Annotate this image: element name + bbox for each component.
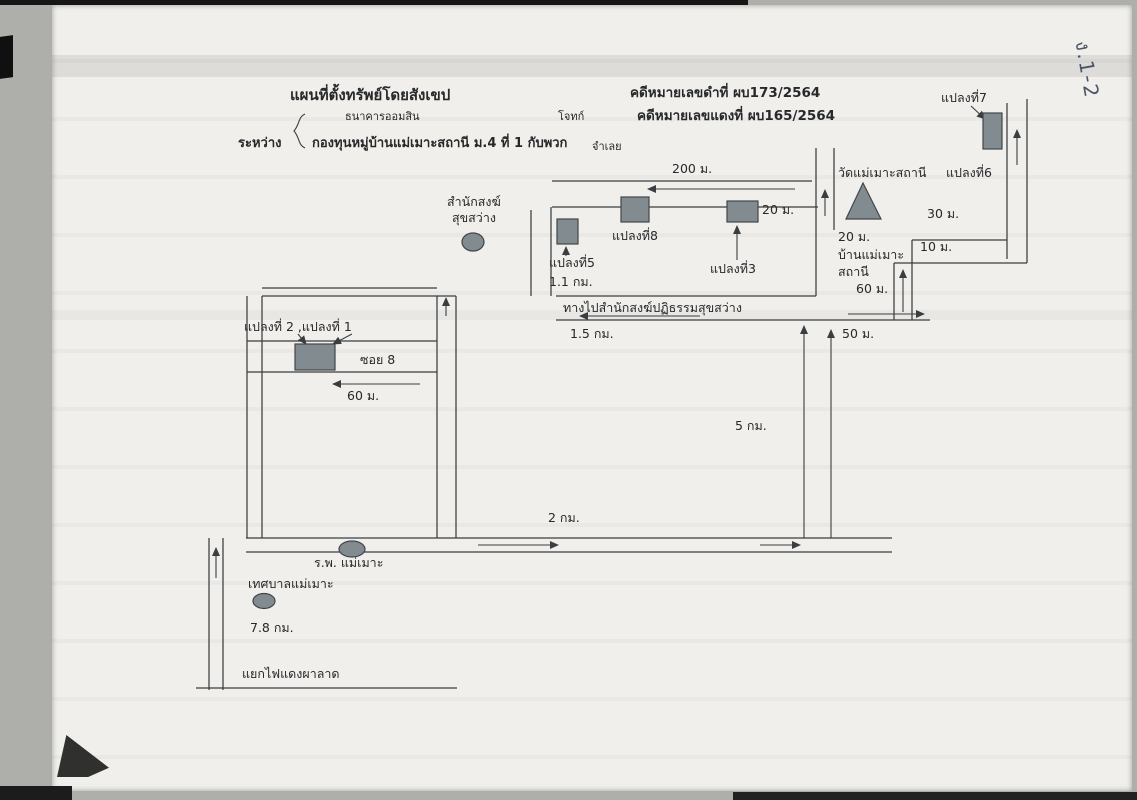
scan-edge-top xyxy=(0,0,748,5)
label-7-8km: 7.8 กม. xyxy=(250,620,294,635)
map-shapes xyxy=(252,112,1003,610)
brace-icon xyxy=(293,113,306,149)
scan-edge-bottom-left xyxy=(0,786,72,800)
road-network xyxy=(196,99,1028,690)
label-intersection: แยกไฟแดงผาลาด xyxy=(242,666,340,681)
label-plot3: แปลงที่3 xyxy=(710,260,756,276)
map-labels: แปลงที่7 แปลงที่6 30 ม. 10 ม. วัดแม่เมาะ… xyxy=(242,89,992,681)
label-municipality: เทศบาลแม่เมาะ xyxy=(248,576,334,591)
label-hospital: ร.พ. แม่เมาะ xyxy=(314,555,383,570)
label-20m-top: 20 ม. xyxy=(762,202,794,217)
label-1-5km: 1.5 กม. xyxy=(570,326,614,341)
label-2km: 2 กม. xyxy=(548,510,580,525)
scan-band xyxy=(52,55,1132,77)
label-5km: 5 กม. xyxy=(735,418,767,433)
label-village-line2: สถานี xyxy=(838,264,869,279)
label-60m-soi: 60 ม. xyxy=(347,388,379,403)
hospital-marker xyxy=(338,540,366,558)
map-arrows xyxy=(212,105,1021,578)
arrow-plot2-pointer xyxy=(297,333,307,345)
paper-sheet xyxy=(52,5,1132,791)
defendant-role: จำเลย xyxy=(592,140,622,153)
plot7-marker xyxy=(982,112,1003,150)
plot8-marker xyxy=(620,196,650,223)
label-plot6: แปลงที่6 xyxy=(946,164,992,180)
municipality-marker xyxy=(252,592,276,610)
monastery-marker xyxy=(461,232,485,252)
case-red-number: คดีหมายเลขแดงที่ ผบ165/2564 xyxy=(637,105,835,124)
scan-band xyxy=(52,310,1132,320)
label-plots-2-1: แปลงที่ 2 ,แปลงที่ 1 xyxy=(244,318,352,334)
plot3-marker xyxy=(726,200,759,223)
page-title: แผนที่ตั้งทรัพย์โดยสังเขป xyxy=(290,83,450,104)
between-label: ระหว่าง xyxy=(238,136,281,151)
plot5-marker xyxy=(556,218,579,245)
label-plot8: แปลงที่8 xyxy=(612,227,658,243)
document-header: แผนที่ตั้งทรัพย์โดยสังเขป คดีหมายเลขดำที… xyxy=(238,82,835,153)
label-30m: 30 ม. xyxy=(927,206,959,221)
label-village-line1: บ้านแม่เมาะ xyxy=(838,247,904,262)
case-black-number: คดีหมายเลขดำที่ ผบ173/2564 xyxy=(630,82,820,101)
label-1-1km: 1.1 กม. xyxy=(549,274,593,289)
label-plot5: แปลงที่5 xyxy=(549,254,595,270)
label-monastery-line2: สุขสว่าง xyxy=(452,210,496,226)
plaintiff-role: โจทก์ xyxy=(558,109,584,123)
label-50m: 50 ม. xyxy=(842,326,874,341)
label-temple: วัดแม่เมาะสถานี xyxy=(838,165,927,180)
plots-1-2-marker xyxy=(294,343,336,371)
label-200m: 200 ม. xyxy=(672,161,712,176)
scan-edge-bottom-right xyxy=(733,792,1137,800)
label-soi8: ซอย 8 xyxy=(360,352,395,367)
temple-marker xyxy=(845,181,882,220)
defendant-name: กองทุนหมู่บ้านแม่เมาะสถานี ม.4 ที่ 1 กับ… xyxy=(312,133,568,151)
label-monastery-line1: สำนักสงฆ์ xyxy=(447,194,501,209)
arrow-plot1-pointer xyxy=(332,333,353,345)
plaintiff-name: ธนาคารออมสิน xyxy=(345,110,420,123)
label-road-to-monastery: ทางไปสำนักสงฆ์ปฏิธรรมสุขสว่าง xyxy=(563,300,742,316)
label-60m-village: 60 ม. xyxy=(856,281,888,296)
label-plot7: แปลงที่7 xyxy=(941,89,987,105)
label-10m: 10 ม. xyxy=(920,239,952,254)
label-20m-village: 20 ม. xyxy=(838,229,870,244)
